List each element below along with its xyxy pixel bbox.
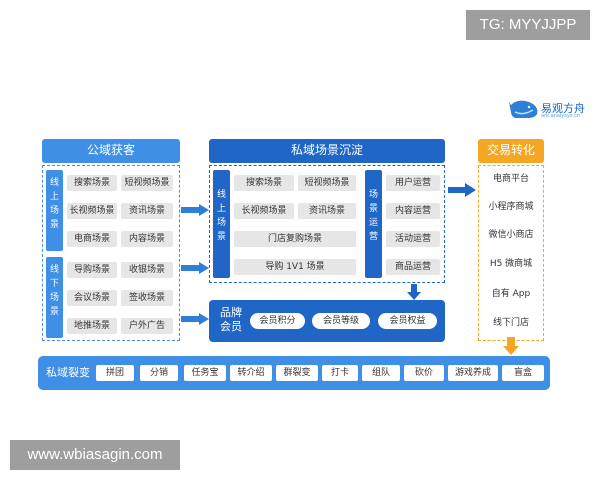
fission-item: 分销 xyxy=(140,365,178,381)
public-item: 搜索场景 xyxy=(67,175,117,191)
trade-item: 线下门店 xyxy=(492,318,529,328)
public-item: 长视频场景 xyxy=(67,203,117,219)
public-item: 电商场景 xyxy=(67,231,117,247)
public-item: 资讯场景 xyxy=(121,203,173,219)
private-header: 私域场景沉淀 xyxy=(209,139,445,163)
private-item: 门店复购场景 xyxy=(234,231,356,247)
arrow-right-icon xyxy=(181,262,209,274)
arrow-right-icon xyxy=(181,204,209,216)
fission-item: 群裂变 xyxy=(276,365,318,381)
ops-item: 内容运营 xyxy=(386,203,440,219)
fission-item: 任务宝 xyxy=(184,365,226,381)
fission-label: 私域裂变 xyxy=(46,366,90,379)
fission-item: 砍价 xyxy=(404,365,444,381)
watermark-top: TG: MYYJJPP xyxy=(466,10,590,40)
fission-item: 打卡 xyxy=(322,365,358,381)
trade-item: H5 微商城 xyxy=(489,259,533,269)
arrow-right-icon xyxy=(448,183,476,197)
public-item: 导购场景 xyxy=(67,262,117,278)
member-item: 会员权益 xyxy=(378,313,437,329)
member-item: 会员积分 xyxy=(250,313,305,329)
public-item: 短视频场景 xyxy=(121,175,173,191)
private-item: 短视频场景 xyxy=(298,175,356,191)
private-item: 搜索场景 xyxy=(234,175,294,191)
trade-panel xyxy=(478,165,544,341)
fission-item: 游戏养成 xyxy=(448,365,498,381)
public-item: 户外广告 xyxy=(121,318,173,334)
trade-item: 小程序商城 xyxy=(488,202,534,212)
arrow-down-icon xyxy=(407,284,421,300)
logo-name: 易观方舟 xyxy=(541,102,585,115)
private-online-label: 线上场景 xyxy=(213,170,230,278)
public-online-label: 线上场景 xyxy=(46,170,63,251)
fission-item: 盲盒 xyxy=(502,365,544,381)
whale-logo-icon xyxy=(509,100,538,118)
public-offline-label: 线下场景 xyxy=(46,257,63,338)
trade-header: 交易转化 xyxy=(478,139,544,163)
trade-item: 自有 App xyxy=(491,289,531,299)
private-item: 资讯场景 xyxy=(298,203,356,219)
public-item: 收银场景 xyxy=(121,262,173,278)
private-item: 长视频场景 xyxy=(234,203,294,219)
member-item: 会员等级 xyxy=(312,313,370,329)
arrow-down-icon xyxy=(503,337,519,355)
fission-item: 拼团 xyxy=(96,365,134,381)
fission-item: 组队 xyxy=(362,365,400,381)
trade-item: 电商平台 xyxy=(492,174,529,184)
trade-item: 微信小商店 xyxy=(488,230,534,240)
private-item: 导购 1V1 场景 xyxy=(234,259,356,275)
public-header: 公域获客 xyxy=(42,139,180,163)
public-item: 会议场景 xyxy=(67,290,117,306)
arrow-right-icon xyxy=(181,313,209,325)
public-panel xyxy=(42,165,180,341)
public-item: 签收场景 xyxy=(121,290,173,306)
ops-item: 用户运营 xyxy=(386,175,440,191)
watermark-bottom: www.wbiasagin.com xyxy=(10,440,180,470)
public-item: 地推场景 xyxy=(67,318,117,334)
public-item: 内容场景 xyxy=(121,231,173,247)
ops-item: 活动运营 xyxy=(386,231,440,247)
member-label: 品牌会员 xyxy=(220,306,242,333)
fission-item: 转介绍 xyxy=(230,365,272,381)
private-ops-label: 场景运营 xyxy=(365,170,382,278)
logo-subtitle: ark.analysys.cn xyxy=(541,113,580,119)
ops-item: 商品运营 xyxy=(386,259,440,275)
